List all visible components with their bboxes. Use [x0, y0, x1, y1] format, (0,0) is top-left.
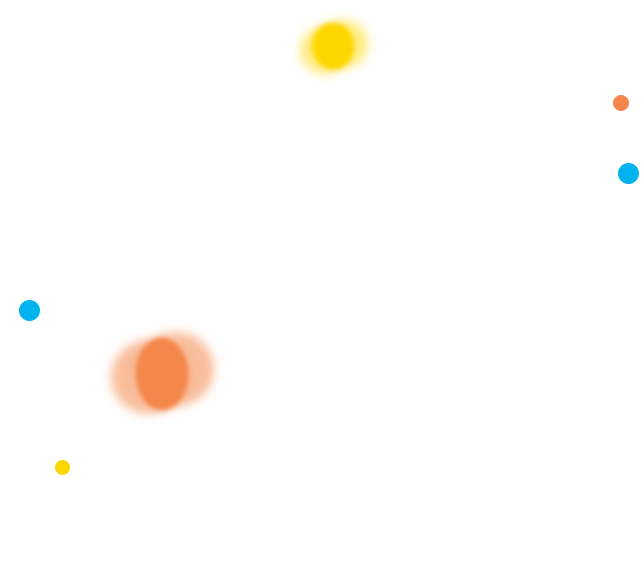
blurred-yellow-ball	[298, 18, 370, 76]
yellow-ball	[312, 23, 354, 69]
orange-ball-small	[613, 95, 629, 111]
blue-ball-right	[618, 163, 639, 184]
orange-ball	[136, 338, 188, 410]
blurred-orange-ball	[108, 330, 218, 418]
yellow-ball-small	[55, 460, 70, 475]
blue-ball-left	[19, 300, 40, 321]
